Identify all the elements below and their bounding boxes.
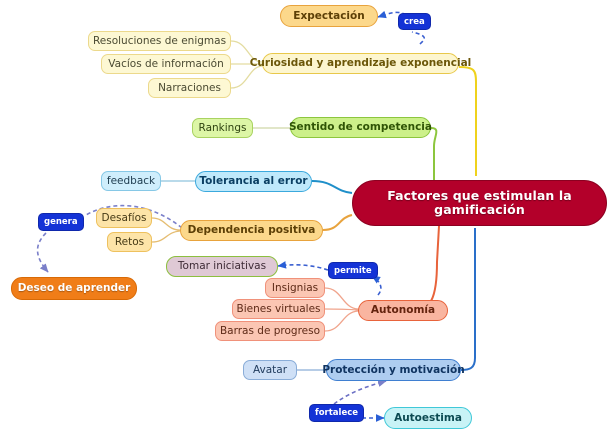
leaf-node-desafios[interactable]: Desafíos xyxy=(96,208,152,228)
leaf-node-vacios-de-informacion[interactable]: Vacíos de información xyxy=(101,54,231,74)
edge-central-proteccion xyxy=(460,228,476,371)
leaf-node-rankings[interactable]: Rankings xyxy=(192,118,253,138)
leaf-node-insignias[interactable]: Insignias xyxy=(265,278,325,298)
dashed-permite-iniciativas xyxy=(277,261,329,271)
leaf-label-desafios: Desafíos xyxy=(101,211,147,224)
leaf-label-avatar: Avatar xyxy=(252,363,288,376)
relationship-badge-crea[interactable]: crea xyxy=(398,13,431,30)
edge-autonomia-bienes xyxy=(324,308,359,311)
branch-label-sentido-de-competencia: Sentido de competencia xyxy=(289,121,432,134)
branch-node-curiosidad[interactable]: Curiosidad y aprendizaje exponencial xyxy=(250,53,471,74)
edge-autonomia-barras xyxy=(324,310,359,332)
floating-label-autoestima: Autoestima xyxy=(394,411,462,424)
leaf-label-narraciones: Narraciones xyxy=(158,81,221,94)
leaf-node-feedback[interactable]: feedback xyxy=(101,171,161,191)
floating-node-expectacion[interactable]: Expectación xyxy=(280,5,378,27)
floating-label-expectacion: Expectación xyxy=(293,9,365,22)
leaf-node-avatar[interactable]: Avatar xyxy=(243,360,297,380)
leaf-node-bienes-virtuales[interactable]: Bienes virtuales xyxy=(232,299,325,319)
leaf-node-barras-de-progreso[interactable]: Barras de progreso xyxy=(215,321,325,341)
edge-central-curiosidad xyxy=(458,66,477,176)
relationship-label-genera: genera xyxy=(44,217,78,227)
dashed-genera-deseo xyxy=(36,232,49,273)
leaf-label-insignias: Insignias xyxy=(271,281,319,294)
floating-label-deseo-de-aprender: Deseo de aprender xyxy=(17,282,131,295)
leaf-label-barras-de-progreso: Barras de progreso xyxy=(219,324,321,337)
branch-label-proteccion-y-motivacion: Protección y motivación xyxy=(322,363,465,376)
edge-dependencia-retos xyxy=(151,230,181,243)
relationship-label-permite: permite xyxy=(334,265,372,276)
branch-node-sentido-de-competencia[interactable]: Sentido de competencia xyxy=(289,117,432,138)
branch-node-dependencia-positiva[interactable]: Dependencia positiva xyxy=(180,220,323,241)
leaf-node-retos[interactable]: Retos xyxy=(107,232,152,252)
leaf-label-vacios-de-informacion: Vacíos de información xyxy=(108,57,224,70)
leaf-label-resoluciones-de-enigmas: Resoluciones de enigmas xyxy=(92,34,227,47)
branch-label-dependencia-positiva: Dependencia positiva xyxy=(187,224,316,237)
branch-label-curiosidad: Curiosidad y aprendizaje exponencial xyxy=(249,57,472,70)
edge-central-dependencia xyxy=(322,214,353,231)
leaf-label-bienes-virtuales: Bienes virtuales xyxy=(236,302,321,315)
dashed-fortalece-proteccion xyxy=(333,379,387,405)
branch-label-tolerancia-al-error: Tolerancia al error xyxy=(199,175,308,188)
floating-label-tomar-iniciativas: Tomar iniciativas xyxy=(177,260,267,273)
relationship-badge-permite[interactable]: permite xyxy=(328,262,378,279)
branch-node-proteccion-y-motivacion[interactable]: Protección y motivación xyxy=(322,359,465,381)
edge-central-autonomia xyxy=(412,225,440,311)
relationship-label-fortalece: fortalece xyxy=(315,408,359,418)
relationship-badge-fortalece[interactable]: fortalece xyxy=(309,404,365,422)
central-node-label-line2: gamificación xyxy=(434,202,525,217)
floating-node-tomar-iniciativas[interactable]: Tomar iniciativas xyxy=(166,256,278,277)
central-node[interactable]: Factores que estimulan la gamificación xyxy=(352,180,607,226)
leaf-node-narraciones[interactable]: Narraciones xyxy=(148,78,231,98)
edge-autonomia-insignias xyxy=(324,287,359,310)
edge-central-tolerancia xyxy=(311,180,353,194)
edge-central-competencia xyxy=(430,127,438,186)
dashed-curiosidad-crea xyxy=(411,31,426,45)
leaf-label-retos: Retos xyxy=(114,235,145,248)
leaf-label-rankings: Rankings xyxy=(198,121,247,134)
branch-node-autonomia[interactable]: Autonomía xyxy=(358,300,448,321)
branch-label-autonomia: Autonomía xyxy=(370,304,436,317)
floating-node-autoestima[interactable]: Autoestima xyxy=(384,407,472,429)
edge-dependencia-desafios xyxy=(151,217,181,231)
relationship-badge-genera[interactable]: genera xyxy=(38,213,84,231)
leaf-node-resoluciones-de-enigmas[interactable]: Resoluciones de enigmas xyxy=(88,31,231,51)
leaf-label-feedback: feedback xyxy=(106,174,156,187)
branch-node-tolerancia-al-error[interactable]: Tolerancia al error xyxy=(195,171,312,192)
central-node-label-line1: Factores que estimulan la xyxy=(387,187,572,203)
relationship-label-crea: crea xyxy=(404,16,425,27)
floating-node-deseo-de-aprender[interactable]: Deseo de aprender xyxy=(11,277,137,300)
